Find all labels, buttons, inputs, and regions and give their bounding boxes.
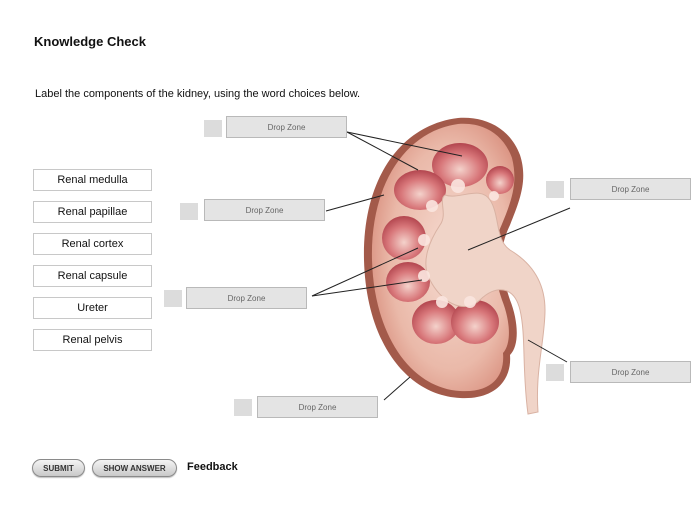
feedback-label: Feedback xyxy=(187,461,238,473)
drop-zone-5[interactable]: Drop Zone xyxy=(570,361,691,383)
page-title: Knowledge Check xyxy=(34,34,146,49)
choice-renal-pelvis[interactable]: Renal pelvis xyxy=(33,329,152,351)
choice-renal-cortex[interactable]: Renal cortex xyxy=(33,233,152,255)
drop-zone-marker xyxy=(546,181,564,198)
choice-renal-capsule[interactable]: Renal capsule xyxy=(33,265,152,287)
drop-zone-2[interactable]: Drop Zone xyxy=(204,199,325,221)
drop-zone-1[interactable]: Drop Zone xyxy=(226,116,347,138)
instructions: Label the components of the kidney, usin… xyxy=(35,88,361,100)
drop-zone-marker xyxy=(234,399,252,416)
drop-zone-3[interactable]: Drop Zone xyxy=(570,178,691,200)
choice-renal-medulla[interactable]: Renal medulla xyxy=(33,169,152,191)
drop-zone-marker xyxy=(164,290,182,307)
drop-zone-marker xyxy=(204,120,222,137)
choice-ureter[interactable]: Ureter xyxy=(33,297,152,319)
choice-renal-papillae[interactable]: Renal papillae xyxy=(33,201,152,223)
drop-zone-4[interactable]: Drop Zone xyxy=(186,287,307,309)
submit-button[interactable]: SUBMIT xyxy=(32,459,85,477)
show-answer-button[interactable]: SHOW ANSWER xyxy=(92,459,177,477)
drop-zone-6[interactable]: Drop Zone xyxy=(257,396,378,418)
drop-zone-marker xyxy=(546,364,564,381)
drop-zone-marker xyxy=(180,203,198,220)
